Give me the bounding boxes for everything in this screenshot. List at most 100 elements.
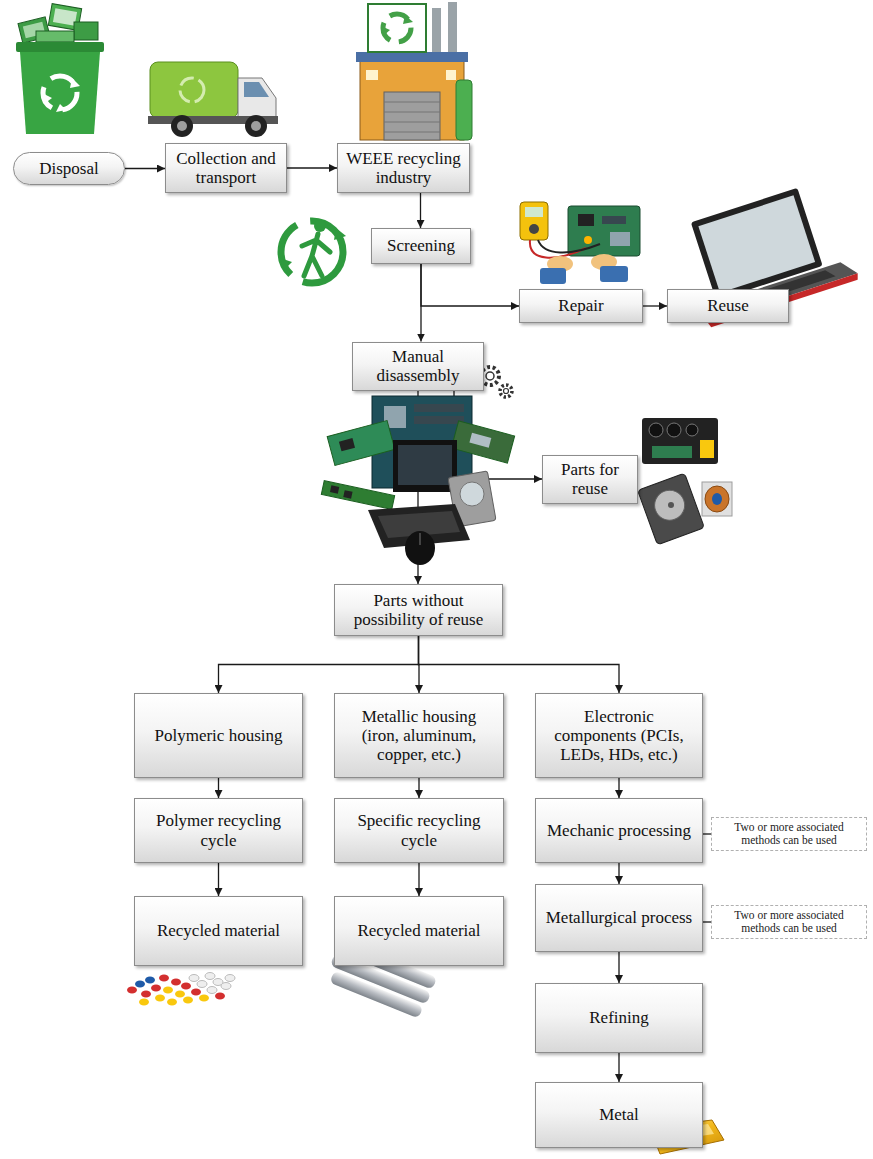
recycling-person-icon-part xyxy=(281,221,343,283)
flow-arrow xyxy=(287,167,337,168)
box-label: Collection and transport xyxy=(173,149,279,187)
plastic-pellets-picture-part xyxy=(183,997,193,1004)
box-label: Metallurgical process xyxy=(546,908,693,927)
ewaste-bin-icon-part xyxy=(53,8,77,26)
reusable-parts-illustration-part xyxy=(649,423,663,437)
gears-icon-part xyxy=(504,389,509,394)
plastic-pellets-picture-part xyxy=(175,991,185,998)
reusable-parts-illustration-part xyxy=(702,482,732,516)
ewaste-bin-icon-part xyxy=(20,52,100,134)
reusable-parts-illustration-part xyxy=(700,440,714,458)
process-box: Reuse xyxy=(667,289,789,323)
repair-illustration-part xyxy=(529,224,539,234)
plastic-pellets-picture-part xyxy=(205,973,215,980)
flow-arrow xyxy=(618,952,619,983)
collection-truck-icon-part xyxy=(244,82,269,97)
box-label: Metal xyxy=(599,1105,639,1124)
ewaste-bin-icon-part xyxy=(74,22,98,40)
process-box: Mechanic processing xyxy=(535,798,703,863)
ewaste-bin-icon-part xyxy=(56,104,66,112)
box-label: Reuse xyxy=(707,296,749,315)
plastic-pellets-picture-part xyxy=(139,999,149,1006)
reusable-parts-illustration xyxy=(638,418,732,545)
computer-parts-collage-part xyxy=(414,416,464,424)
process-box: Polymeric housing xyxy=(134,693,303,778)
reusable-parts-illustration-part xyxy=(642,418,718,464)
gears-icon-part xyxy=(500,385,512,397)
computer-parts-collage-part xyxy=(398,445,452,485)
repair-illustration-part xyxy=(578,214,594,226)
recycling-factory-icon-part xyxy=(446,70,456,80)
recycling-person-icon-part xyxy=(314,220,326,232)
box-label: Recycled material xyxy=(357,921,480,940)
plastic-pellets-picture-part xyxy=(171,979,181,986)
plastic-pellets-picture-part xyxy=(225,975,235,982)
connector-line xyxy=(703,921,711,922)
box-label: Electronic components (PCIs, LEDs, HDs, … xyxy=(543,707,695,765)
box-label: Metallic housing (iron, aluminum, copper… xyxy=(342,707,496,765)
ewaste-bin-icon-part xyxy=(16,42,104,52)
flow-arrow xyxy=(419,636,620,693)
collection-truck-icon-part xyxy=(150,62,238,118)
plastic-pellets-picture-part xyxy=(145,977,155,984)
process-box: Parts for reuse xyxy=(542,455,638,504)
repair-illustration-part xyxy=(600,266,628,282)
recycling-person-icon xyxy=(280,220,346,283)
reusable-parts-illustration-part xyxy=(705,486,729,512)
recycling-factory-icon-part xyxy=(381,26,390,36)
plastic-pellets-picture-part xyxy=(199,995,209,1002)
process-box: Manual disassembly xyxy=(352,342,484,391)
computer-parts-collage-part xyxy=(460,482,484,506)
plastic-pellets-picture-part xyxy=(207,987,217,994)
recycling-factory-icon-part xyxy=(366,70,378,80)
recycling-factory-icon xyxy=(356,2,472,140)
flow-arrow xyxy=(420,193,421,228)
collection-truck-icon-part xyxy=(177,121,187,131)
collection-truck-icon-part xyxy=(251,121,261,131)
process-box: Polymer recycling cycle xyxy=(134,798,303,863)
plastic-pellets-picture-part xyxy=(155,995,165,1002)
collection-truck-icon xyxy=(148,62,278,137)
repair-illustration-part xyxy=(525,207,543,217)
start-pill: Disposal xyxy=(13,152,125,185)
ewaste-bin-icon-part xyxy=(70,78,80,88)
flow-arrow xyxy=(643,305,667,306)
connector-line xyxy=(703,833,711,834)
recycling-factory-icon-part xyxy=(384,122,440,123)
gears-icon xyxy=(481,367,512,397)
repair-illustration-part xyxy=(540,268,566,284)
flow-arrow xyxy=(618,778,619,798)
plastic-pellets-picture-part xyxy=(197,981,207,988)
plastic-pellets-picture-part xyxy=(163,987,173,994)
box-label: Refining xyxy=(589,1008,649,1027)
recycling-factory-icon-part xyxy=(384,112,440,113)
collection-truck-icon-part xyxy=(180,78,204,102)
box-label: Manual disassembly xyxy=(360,347,476,385)
computer-parts-collage-part xyxy=(419,533,421,545)
process-box: Collection and transport xyxy=(165,143,287,193)
recycling-factory-icon-part xyxy=(456,80,472,140)
box-label: Parts for reuse xyxy=(550,460,630,498)
process-box: Repair xyxy=(519,289,643,323)
plastic-pellets-picture-part xyxy=(181,983,191,990)
box-label: Two or more associated methods can be us… xyxy=(716,909,862,935)
plastic-pellets-picture-part xyxy=(127,987,137,994)
computer-parts-collage-part xyxy=(327,420,395,465)
recycling-person-icon-part xyxy=(334,228,346,240)
recycling-factory-icon-part xyxy=(368,4,426,52)
collection-truck-icon-part xyxy=(245,115,267,137)
flow-arrow xyxy=(618,863,619,884)
box-label: Polymeric housing xyxy=(155,726,283,745)
repair-illustration-part xyxy=(538,240,600,253)
plastic-pellets-picture-part xyxy=(191,989,201,996)
computer-parts-collage-part xyxy=(339,438,355,451)
repair-illustration-part xyxy=(610,232,630,246)
process-box: Electronic components (PCIs, LEDs, HDs, … xyxy=(535,693,703,778)
recycling-factory-icon-part xyxy=(384,102,440,103)
plastic-pellets-picture-part xyxy=(167,999,177,1006)
repair-illustration-part xyxy=(584,236,592,244)
box-label: Two or more associated methods can be us… xyxy=(716,821,862,847)
note-box: Two or more associated methods can be us… xyxy=(711,905,867,939)
